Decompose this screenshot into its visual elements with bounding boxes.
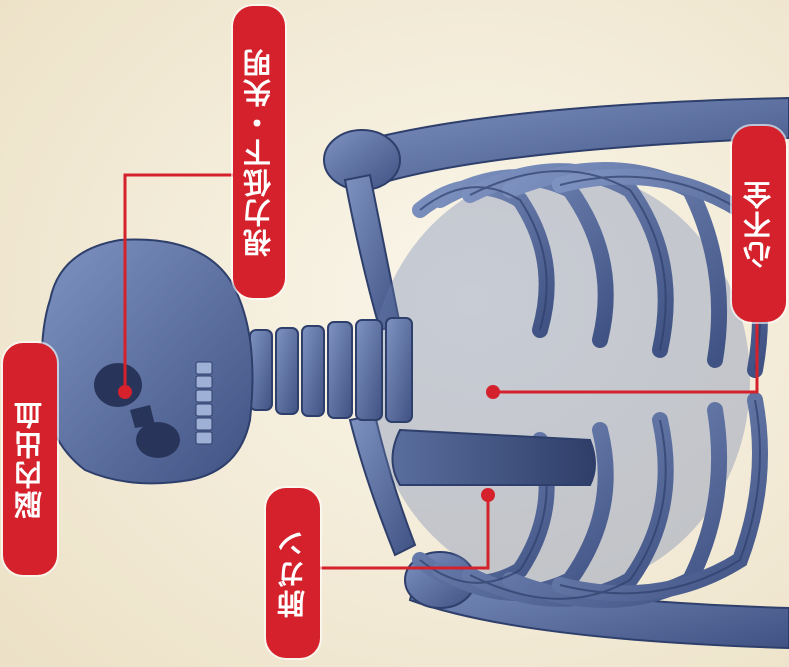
- dot-lung: [481, 488, 495, 502]
- skull: [42, 240, 253, 484]
- dot-vision: [118, 385, 132, 399]
- sternum: [393, 430, 596, 485]
- label-heart-failure: 心不全: [732, 126, 786, 322]
- label-lung-cancer: 肺ガン: [266, 488, 320, 658]
- label-lung-cancer-text: 肺ガン: [279, 528, 307, 618]
- label-vision-loss-text: 視力低下・失明: [245, 47, 273, 257]
- label-heart-failure-text: 心不全: [745, 179, 773, 269]
- dot-heart: [486, 385, 500, 399]
- rib-cage: [370, 170, 750, 590]
- label-vision-loss: 視力低下・失明: [233, 6, 285, 298]
- label-brain-hemorrhage: 脳内出血: [3, 343, 57, 575]
- label-brain-hemorrhage-text: 脳内出血: [16, 399, 44, 519]
- eye-socket-lower: [136, 422, 180, 458]
- eye-socket-upper: [94, 363, 142, 407]
